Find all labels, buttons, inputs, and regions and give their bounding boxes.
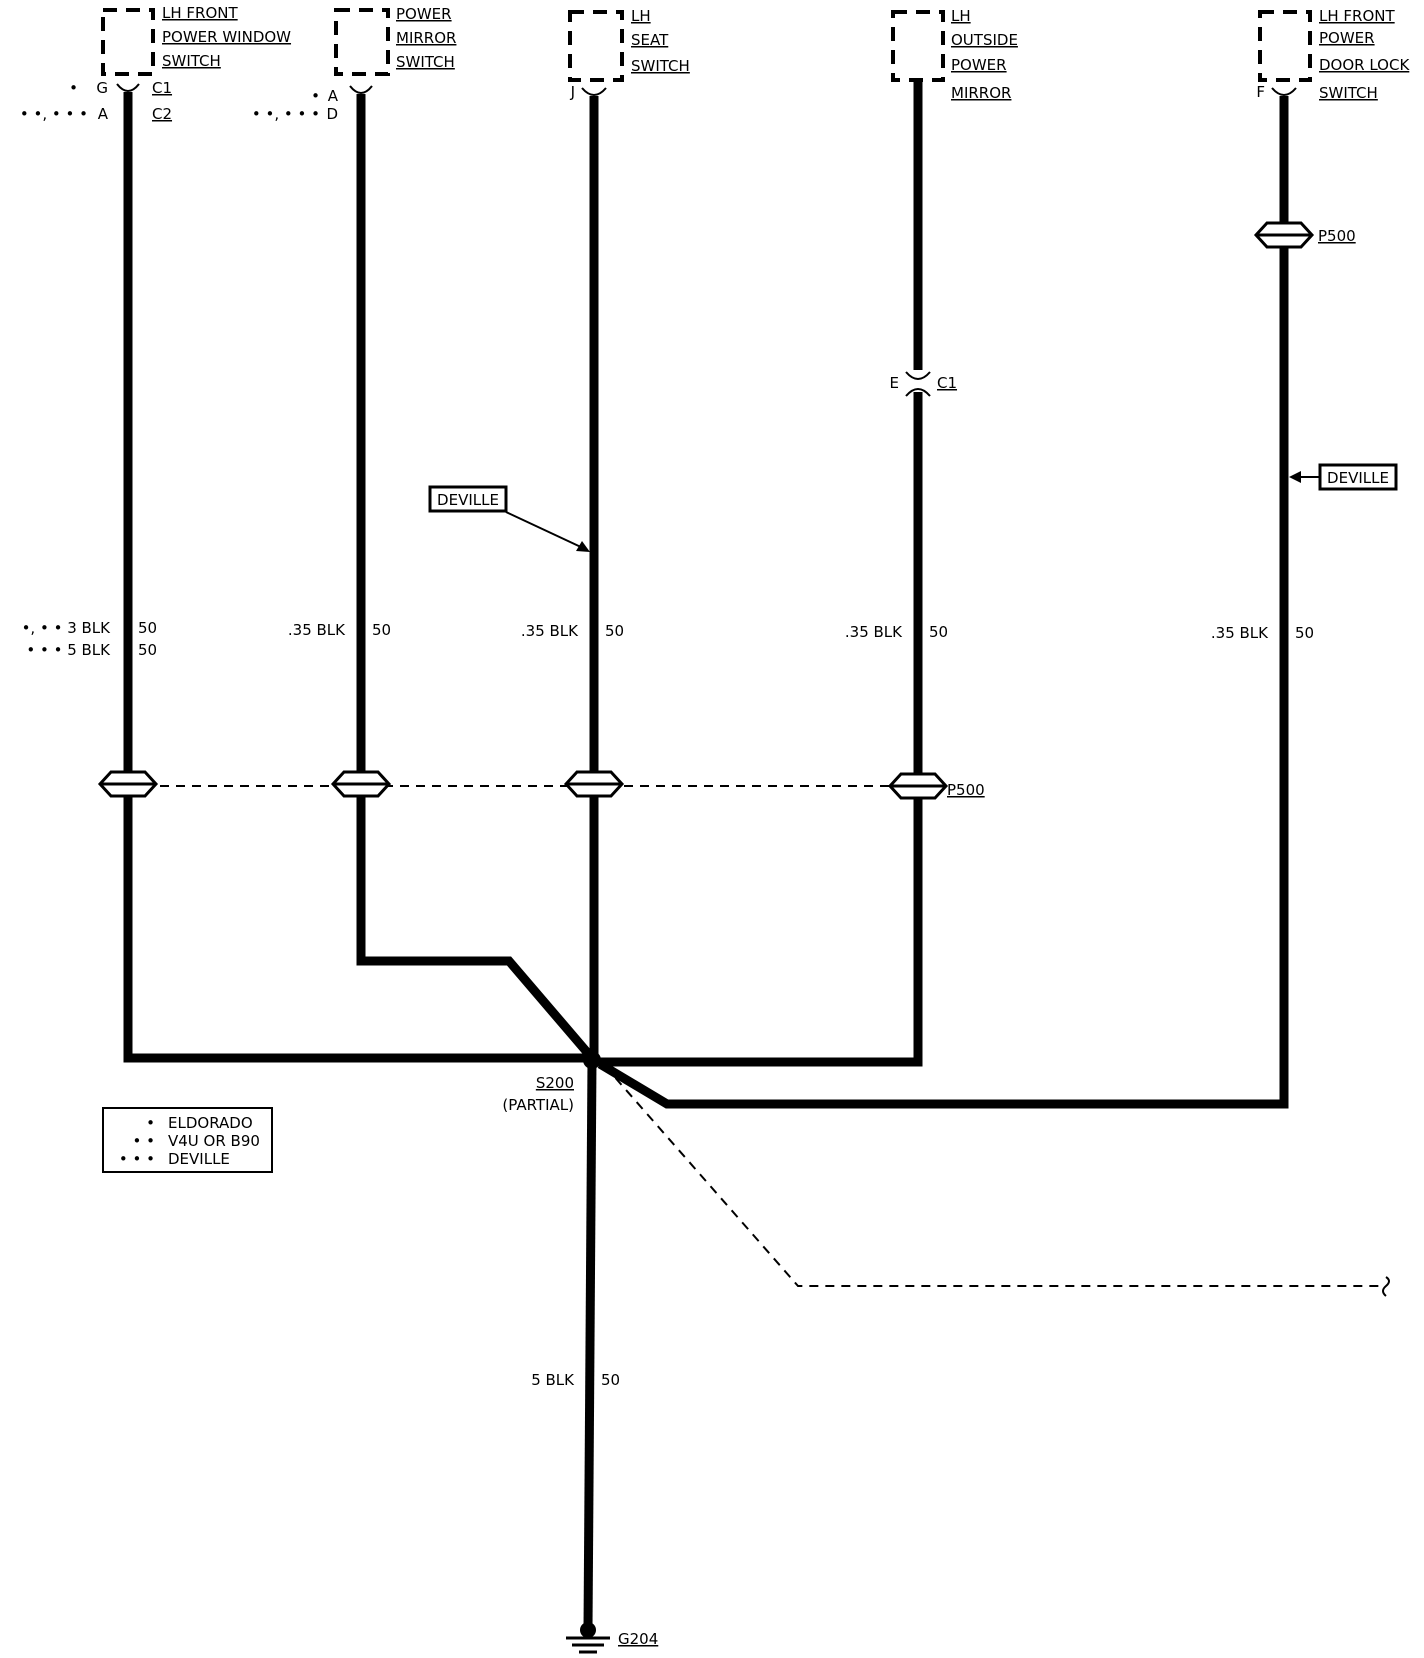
pin-letter: A xyxy=(98,105,109,123)
wire-spec: .35 BLK xyxy=(1211,624,1269,642)
wire-spec: .35 BLK xyxy=(845,623,903,641)
pin-letter: J xyxy=(570,83,575,101)
wire-spec: .35 BLK xyxy=(288,621,346,639)
legend-mark: • • • xyxy=(119,1150,155,1168)
component-label-line: POWER xyxy=(951,56,1007,74)
pin-mark: • •, • • • xyxy=(252,105,320,123)
wire-circuit: 50 xyxy=(605,622,624,640)
wire-spec: • • • 5 BLK xyxy=(26,641,111,659)
legend-mark: • xyxy=(146,1114,155,1132)
pin-letter: F xyxy=(1256,83,1265,101)
pin-letter: A xyxy=(328,87,339,105)
wire-circuit: 50 xyxy=(372,621,391,639)
lh-front-power-window-switch-box xyxy=(101,8,155,76)
wire-circuit: 50 xyxy=(1295,624,1314,642)
component-label-line: LH xyxy=(631,7,651,25)
deville-tag-box xyxy=(428,485,508,513)
pin-mark: • xyxy=(69,79,78,97)
wire-spec: •, • • 3 BLK xyxy=(22,619,112,637)
wire-power-mirror-switch xyxy=(356,94,596,1061)
ground-symbol xyxy=(566,1622,610,1654)
wire-spec: .35 BLK xyxy=(521,622,579,640)
splice-note: (PARTIAL) xyxy=(502,1096,574,1114)
component-label-line: SWITCH xyxy=(1319,84,1378,102)
connector-cup xyxy=(581,87,607,96)
ground-label: G204 xyxy=(618,1630,658,1648)
component-label-line: DOOR LOCK xyxy=(1319,56,1410,74)
inline-connector-name: C1 xyxy=(937,374,957,392)
wire-door-lock xyxy=(597,96,1289,1109)
connector-cup xyxy=(1271,87,1297,96)
deville-tag: DEVILLE xyxy=(1327,469,1389,487)
component-label-line: POWER xyxy=(1319,29,1375,47)
legend-mark: • • xyxy=(133,1132,155,1150)
component-label-line: SWITCH xyxy=(162,52,221,70)
pin-letter: G xyxy=(96,79,108,97)
legend-label: ELDORADO xyxy=(168,1114,253,1132)
connector-cup xyxy=(116,83,140,92)
connector-name: C1 xyxy=(152,79,172,97)
wire-spec: 5 BLK xyxy=(531,1371,575,1389)
wire-outside-mirror-lower xyxy=(592,392,923,1067)
wire-power-window xyxy=(123,92,592,1063)
component-label-line: POWER xyxy=(396,5,452,23)
pass-through-grommet xyxy=(1253,221,1315,249)
deville-tag: DEVILLE xyxy=(437,491,499,509)
wire-circuit: 50 xyxy=(138,619,157,637)
component-label-line: MIRROR xyxy=(951,84,1011,102)
wire-circuit: 50 xyxy=(601,1371,620,1389)
splice-s200-dot xyxy=(583,1051,601,1069)
legend-label: V4U OR B90 xyxy=(168,1132,260,1150)
pass-through-grommet xyxy=(97,770,159,798)
lh-seat-switch-box xyxy=(568,10,624,82)
legend-label: DEVILLE xyxy=(168,1150,230,1168)
component-label-line: LH FRONT xyxy=(1319,7,1395,25)
deville-arrow-line xyxy=(505,511,584,549)
component-label-line: MIRROR xyxy=(396,29,456,47)
optional-branch-dashed xyxy=(604,1065,1384,1287)
splice-name: S200 xyxy=(536,1074,574,1092)
arrowhead xyxy=(1289,471,1301,483)
component-label-line: LH FRONT xyxy=(162,4,238,22)
inline-connector-c1-top xyxy=(905,371,931,380)
component-label-line: LH xyxy=(951,7,971,25)
inline-connector-pin: E xyxy=(890,374,899,392)
pass-through-label: P500 xyxy=(1318,227,1356,245)
connector-cup xyxy=(349,85,373,94)
break-mark xyxy=(1382,1276,1390,1297)
inline-connector-c1-bottom xyxy=(905,388,931,397)
lh-outside-power-mirror-box xyxy=(891,10,945,82)
power-mirror-switch-box xyxy=(334,8,390,76)
arrowhead xyxy=(576,541,590,552)
pin-letter: D xyxy=(326,105,338,123)
component-label-line: SWITCH xyxy=(396,53,455,71)
legend-box xyxy=(102,1107,273,1173)
pass-through-grommet xyxy=(887,772,949,800)
lh-front-power-door-lock-switch-box xyxy=(1258,10,1312,82)
pin-mark: • •, • • • xyxy=(20,105,88,123)
pass-through-grommet xyxy=(330,770,392,798)
component-label-line: POWER WINDOW xyxy=(162,28,291,46)
component-label-line: SEAT xyxy=(631,31,669,49)
component-label-line: SWITCH xyxy=(631,57,690,75)
connector-name: C2 xyxy=(152,105,172,123)
pass-through-label: P500 xyxy=(947,781,985,799)
wire-circuit: 50 xyxy=(929,623,948,641)
pin-mark: • xyxy=(311,87,320,105)
ground-wire xyxy=(583,1059,597,1629)
pass-through-grommet xyxy=(563,770,625,798)
wire-circuit: 50 xyxy=(138,641,157,659)
component-label-line: OUTSIDE xyxy=(951,31,1018,49)
